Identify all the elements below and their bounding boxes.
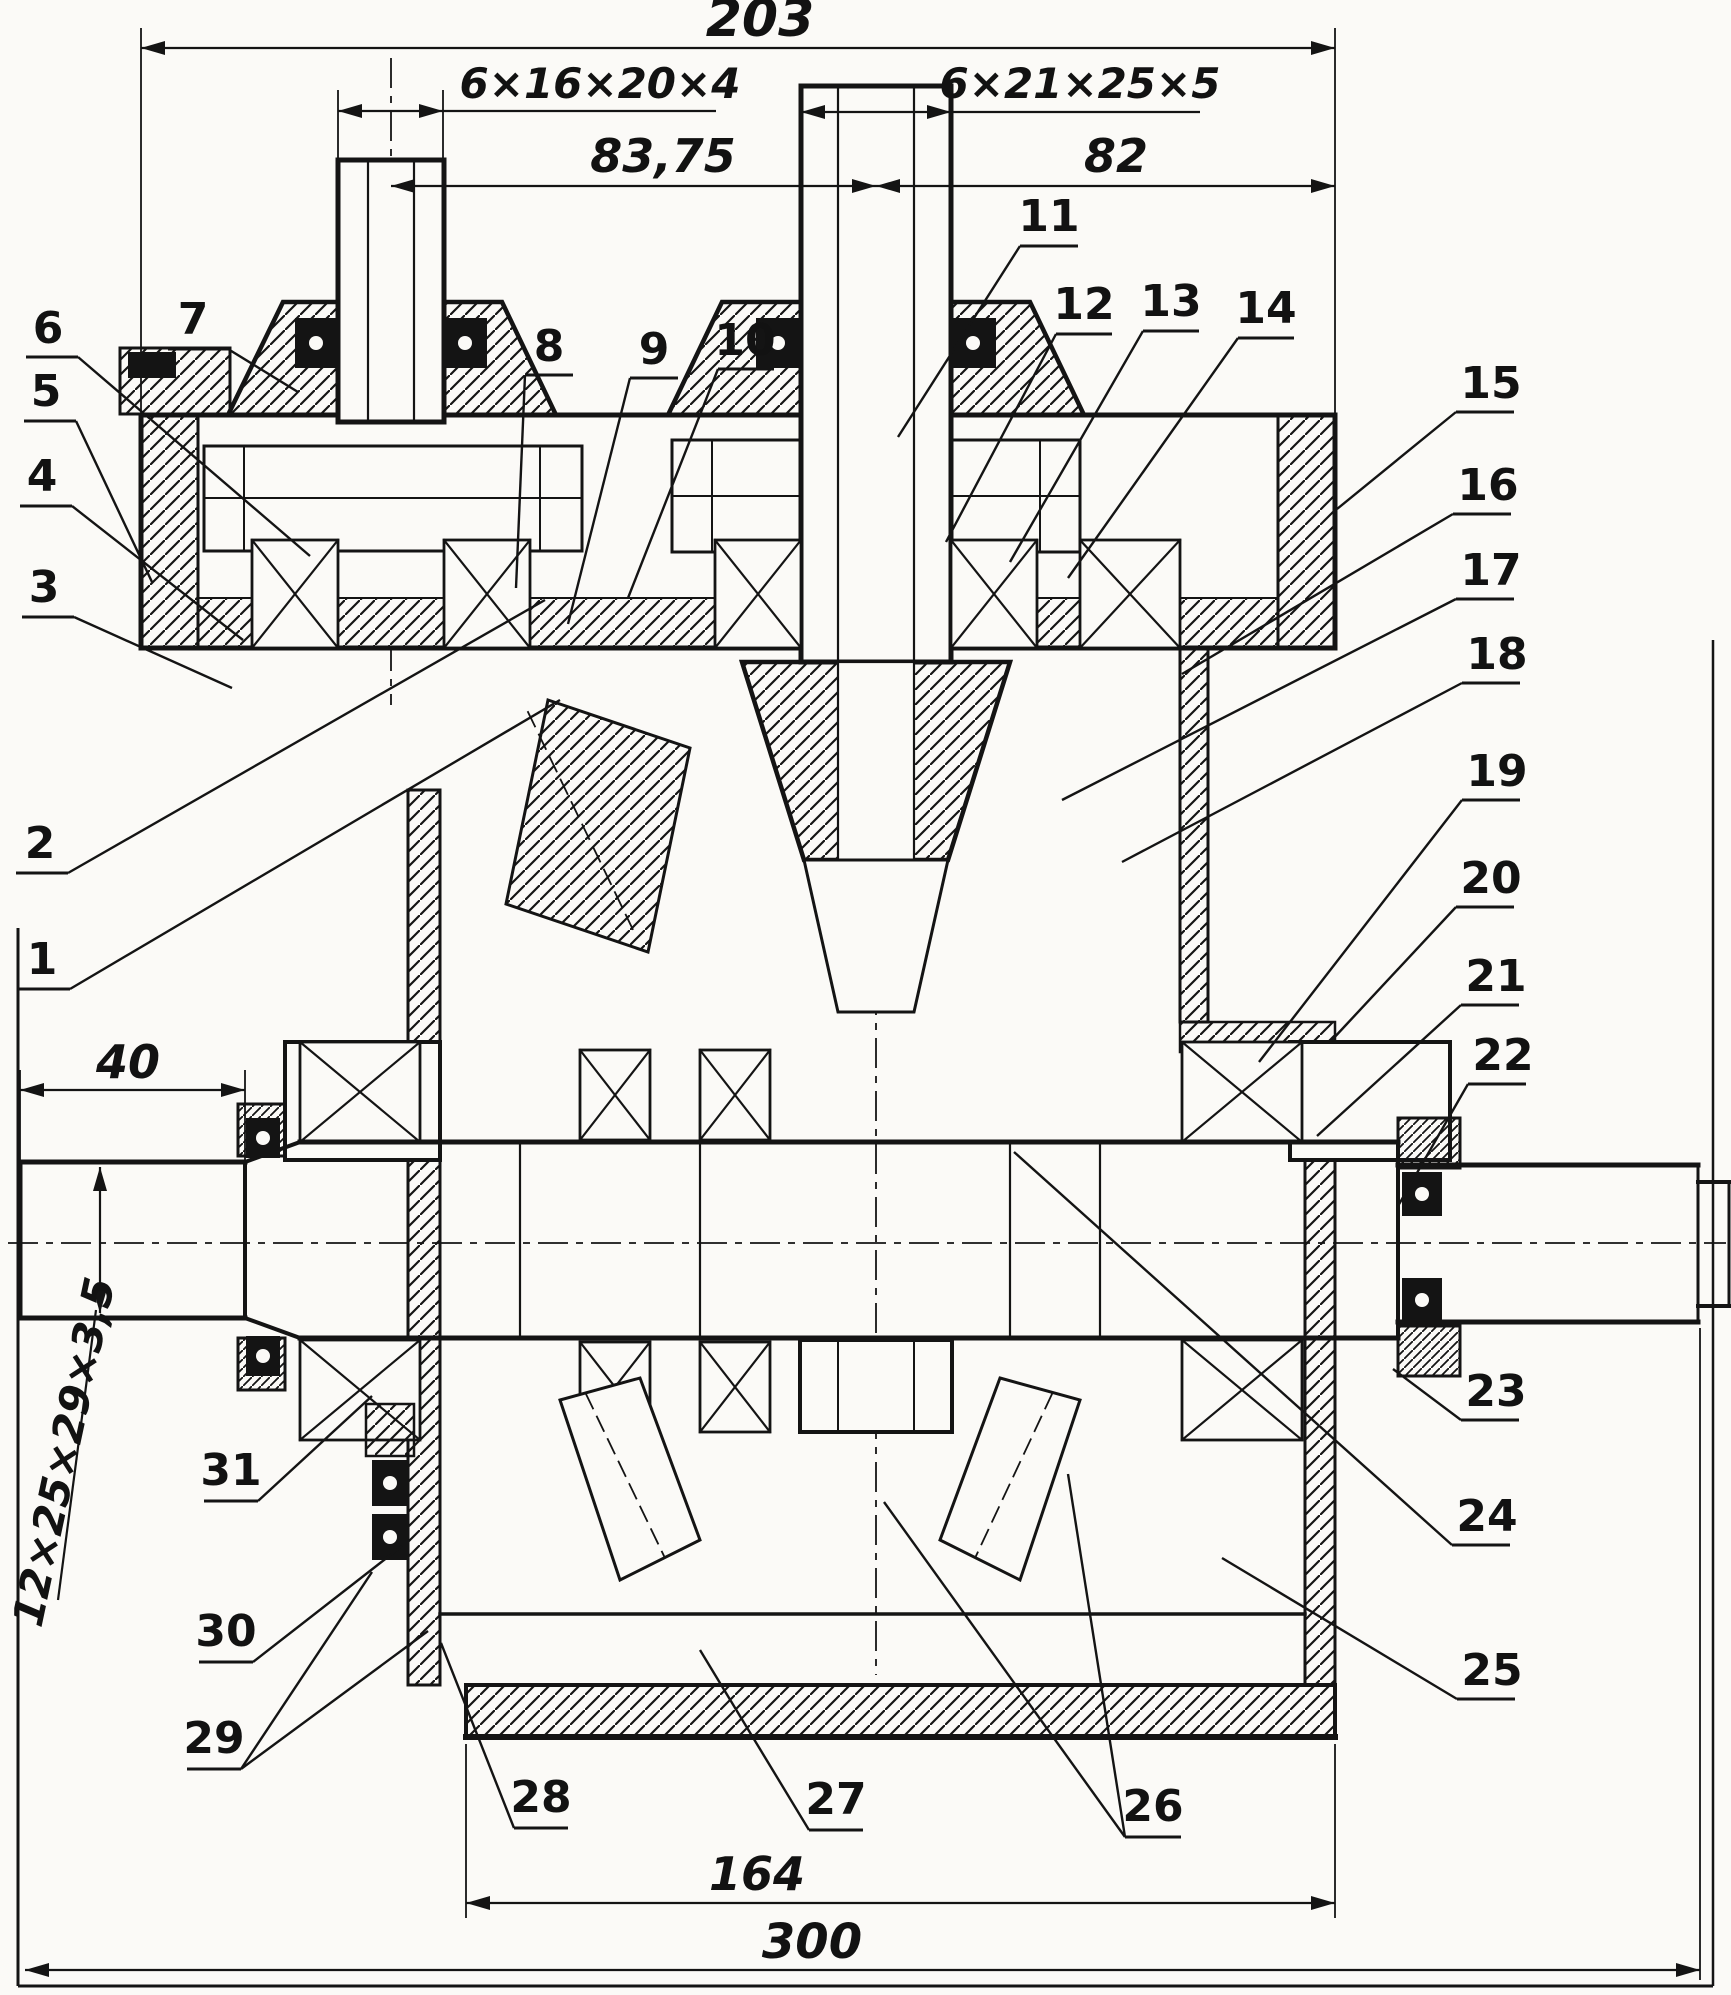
- callout-leader-3: [73, 615, 233, 690]
- callout-leader-19: [1258, 799, 1463, 1063]
- callout-label-10: 10: [714, 315, 775, 366]
- callout-label-2: 2: [25, 818, 56, 869]
- housing-section: [17, 83, 1731, 1740]
- callout-label-12: 12: [1053, 279, 1114, 330]
- callout-leader-16: [1181, 512, 1454, 676]
- callout-label-27: 27: [805, 1774, 866, 1825]
- callout-leader-17: [1061, 597, 1457, 802]
- callout-leader-27: [698, 1649, 811, 1831]
- callout-label-23: 23: [1465, 1366, 1526, 1417]
- callout-leader-13: [1008, 330, 1145, 563]
- dim-8375: 83,75: [590, 129, 736, 183]
- callout-leader-30: [252, 1545, 403, 1663]
- dim-spline-right: 6×21×25×5: [940, 59, 1221, 108]
- callout-leader-7: [227, 347, 299, 394]
- callout-label-5: 5: [31, 366, 62, 417]
- callout-leader-12: [944, 333, 1058, 543]
- dim-164: 164: [709, 1847, 805, 1901]
- dim-82: 82: [1084, 129, 1148, 183]
- callout-leader-14: [1067, 337, 1239, 579]
- callout-leader-28: [439, 1642, 516, 1829]
- callout-leader-8: [514, 374, 527, 589]
- callout-label-20: 20: [1460, 853, 1521, 904]
- callout-label-15: 15: [1460, 358, 1521, 409]
- callout-label-28: 28: [510, 1772, 571, 1823]
- callout-leader-26: [883, 1501, 1126, 1838]
- callout-label-19: 19: [1466, 746, 1527, 797]
- callout-leader-26: [1066, 1473, 1127, 1838]
- sheet-frame: [16, 640, 1715, 1988]
- callout-label-17: 17: [1460, 545, 1521, 596]
- callout-label-31: 31: [200, 1445, 261, 1496]
- callout-label-3: 3: [29, 562, 60, 613]
- callout-label-26: 26: [1122, 1781, 1183, 1832]
- callout-leader-9: [566, 377, 632, 625]
- callout-label-25: 25: [1461, 1645, 1522, 1696]
- callout-leader-23: [1392, 1368, 1462, 1421]
- upper-bearings: [250, 538, 1182, 650]
- callout-label-14: 14: [1235, 283, 1296, 334]
- callout-leader-18: [1121, 681, 1463, 864]
- callout-leader-21: [1316, 1004, 1462, 1137]
- callout-label-9: 9: [639, 324, 670, 375]
- callout-label-13: 13: [1140, 276, 1201, 327]
- callout-leader-29: [240, 1571, 373, 1770]
- callout-label-6: 6: [33, 303, 64, 354]
- callout-leader-6: [77, 356, 311, 557]
- callout-leader-4: [71, 505, 244, 641]
- callout-leader-1: [69, 698, 561, 991]
- callout-leader-11: [896, 245, 1022, 438]
- callout-label-7: 7: [178, 294, 209, 345]
- callout-label-24: 24: [1456, 1491, 1517, 1542]
- callout-leader-29: [240, 1630, 429, 1770]
- lower-bearings: [298, 1040, 1304, 1442]
- callout-label-18: 18: [1466, 629, 1527, 680]
- dim-40: 40: [95, 1035, 160, 1089]
- extension-lines: [19, 28, 1701, 1980]
- callout-leader-31: [257, 1395, 373, 1502]
- callout-leader-5: [74, 420, 154, 583]
- callout-label-16: 16: [1457, 460, 1518, 511]
- dim-spline-left: 6×16×20×4: [460, 59, 741, 108]
- callout-label-8: 8: [534, 321, 565, 372]
- callout-label-22: 22: [1472, 1030, 1533, 1081]
- callout-leader-10: [626, 368, 720, 599]
- callout-label-29: 29: [183, 1713, 244, 1764]
- dimension-lines: [20, 46, 1700, 1972]
- callout-label-1: 1: [27, 934, 58, 985]
- callout-leader-15: [1336, 411, 1457, 510]
- callout-leader-24: [1013, 1151, 1453, 1546]
- callout-label-30: 30: [195, 1606, 256, 1657]
- dimension-arrows: [20, 41, 1700, 1977]
- callout-leader-2: [67, 598, 546, 875]
- callout-label-11: 11: [1018, 191, 1079, 242]
- callout-label-4: 4: [27, 451, 58, 502]
- dim-300: 300: [762, 1914, 862, 1970]
- dim-total-width: 203: [706, 0, 815, 49]
- callout-leader-20: [1330, 906, 1457, 1042]
- callout-leader-25: [1221, 1556, 1458, 1701]
- callout-leader-22: [1396, 1083, 1470, 1207]
- callout-label-21: 21: [1465, 951, 1526, 1002]
